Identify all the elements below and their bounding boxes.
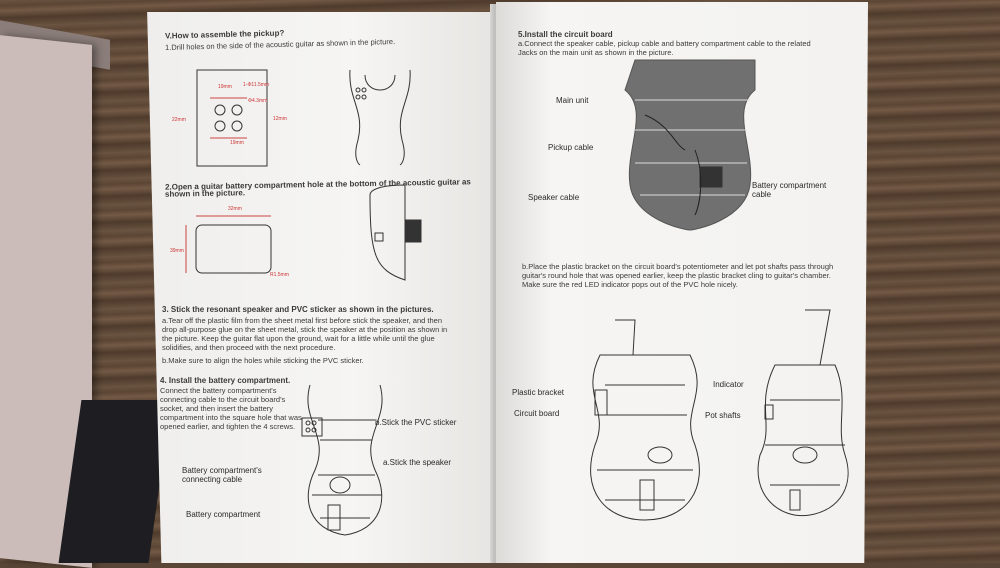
guitar-pot-shafts-sketch xyxy=(757,309,849,517)
dim-label: 39mm xyxy=(170,248,184,254)
step-4-title: 4. Install the battery compartment. xyxy=(160,376,291,385)
step-3-b: b.Make sure to align the holes while sti… xyxy=(162,356,364,365)
dim-label: 19mm xyxy=(218,84,232,90)
dim-label: R1.5mm xyxy=(270,272,289,278)
label-battery-cable: Battery compartment cable xyxy=(752,181,827,199)
circuit-board-sketch xyxy=(590,319,700,521)
step-3-a: a.Tear off the plastic film from the she… xyxy=(162,316,448,352)
label-speaker: a.Stick the speaker xyxy=(383,458,452,467)
label-pvc-sticker: b.Stick the PVC sticker xyxy=(375,418,457,427)
dim-label: 12mm xyxy=(273,116,287,122)
label-pot-shafts: Pot shafts xyxy=(705,411,741,420)
book-spine xyxy=(490,4,500,563)
label-main-unit: Main unit xyxy=(556,96,589,105)
label-indicator: Indicator xyxy=(713,380,744,389)
step-5-title: 5.Install the circuit board xyxy=(518,30,613,39)
step-5-a: a.Connect the speaker cable, pickup cabl… xyxy=(518,39,811,57)
label-speaker-cable: Speaker cable xyxy=(528,193,580,202)
guitar-bottom-sketch xyxy=(369,184,422,281)
label-pickup-cable: Pickup cable xyxy=(548,143,594,152)
dim-label: 32mm xyxy=(228,206,242,212)
label-plastic-bracket: Plastic bracket xyxy=(512,388,565,397)
drill-hole-diagram xyxy=(196,69,268,167)
dim-label: 1-Φ11.5mm xyxy=(243,82,270,88)
label-battery-compartment: Battery compartment xyxy=(186,510,261,519)
step-3-title: 3. Stick the resonant speaker and PVC st… xyxy=(162,305,434,314)
label-battery-cable: Battery compartment's connecting cable xyxy=(182,466,262,484)
guitar-wiring-photo xyxy=(624,59,756,231)
dim-label: 19mm xyxy=(230,140,244,146)
guitar-side-sketch xyxy=(349,69,411,166)
dim-label: 22mm xyxy=(172,117,186,123)
step-4-body: Connect the battery compartment's connec… xyxy=(160,386,302,431)
dim-label: Φ4.3mm xyxy=(248,98,268,104)
step-2-line2: shown in the picture. xyxy=(164,188,246,199)
step-5-b: b.Place the plastic bracket on the circu… xyxy=(522,262,834,289)
label-circuit-board: Circuit board xyxy=(514,409,560,418)
manual-left-page xyxy=(147,12,496,563)
guitar-interior-sketch xyxy=(301,384,383,536)
battery-hole-diagram xyxy=(185,215,272,274)
